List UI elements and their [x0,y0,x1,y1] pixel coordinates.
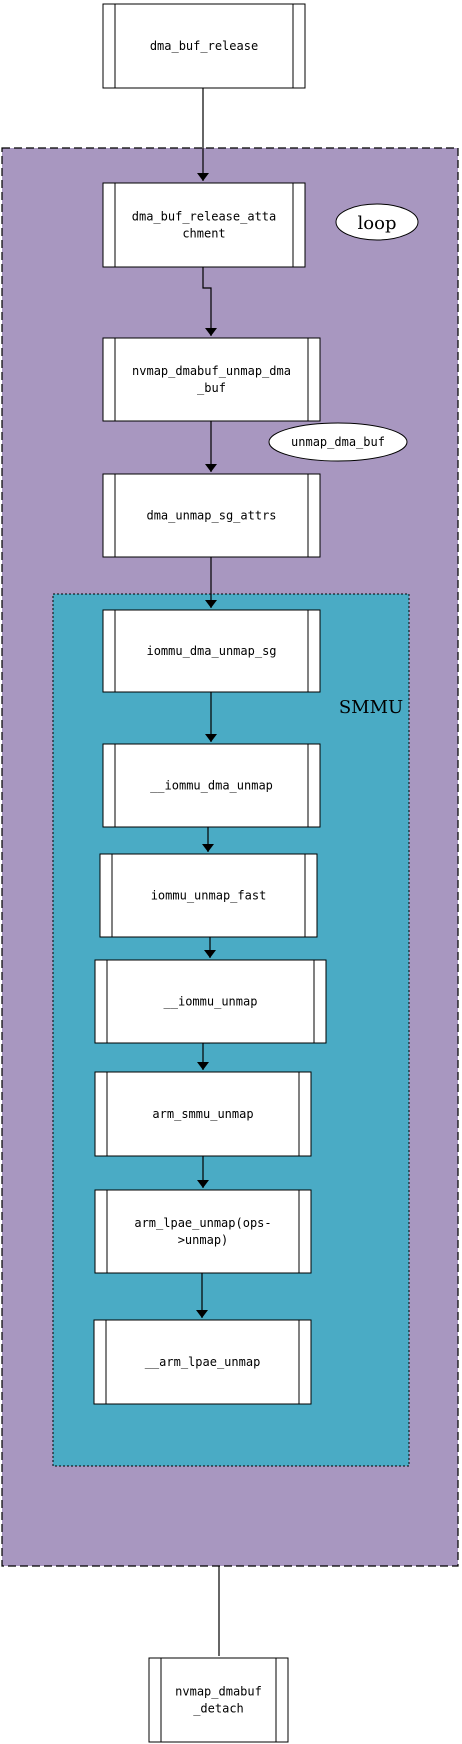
process-box-frame [94,1189,312,1274]
process-box-label: dma_buf_release [150,39,258,53]
process-box-label: dma_unmap_sg_attrs [146,509,276,523]
process-box-dma-unmap-sg-attrs: dma_unmap_sg_attrs [102,473,321,558]
process-box-arm-smmu-unmap: arm_smmu_unmap [94,1071,312,1157]
process-box-label: nvmap_dmabuf_unmap_dma [132,364,291,378]
process-box-label: >unmap) [178,1233,229,1247]
smmu-group-label: SMMU [339,697,403,718]
process-box-iommu-unmap-fast: iommu_unmap_fast [99,853,318,938]
process-box-label: __iommu_unmap [164,995,258,1009]
unmap-dma-buf-label-ellipse [268,422,408,462]
process-box-iommu-dma-unmap: __iommu_dma_unmap [102,743,321,828]
process-box-arm-lpae-unmap-internal: __arm_lpae_unmap [93,1319,312,1405]
unmap-dma-buf-label: unmap_dma_buf [291,435,385,449]
process-box-label: __iommu_dma_unmap [150,779,273,793]
process-box-dma-buf-release: dma_buf_release [102,3,306,89]
process-box-nvmap-dmabuf-unmap-dma-buf: nvmap_dmabuf_unmap_dma _buf [102,337,321,422]
process-box-label: nvmap_dmabuf [175,1685,262,1699]
process-box-frame [102,609,321,693]
loop-label: loop [358,213,397,234]
process-box-frame [99,853,318,938]
process-box-iommu-dma-unmap-sg: iommu_dma_unmap_sg [102,609,321,693]
process-box-arm-lpae-unmap: arm_lpae_unmap(ops- >unmap) [94,1189,312,1274]
process-box-frame [94,959,327,1044]
process-box-frame [94,1071,312,1157]
process-box-label: _buf [197,381,226,395]
process-box-label: iommu_unmap_fast [151,889,267,903]
edge-attachment-to-nvmap-unmap [202,267,217,336]
process-box-frame [102,3,306,89]
process-box-frame [93,1319,312,1405]
process-box-iommu-unmap: __iommu_unmap [94,959,327,1044]
process-box-label: iommu_dma_unmap_sg [146,644,276,658]
edges [196,88,220,1656]
process-box-label: _detach [193,1702,244,1716]
process-box-frame [102,473,321,558]
process-box-label: __arm_lpae_unmap [145,1355,261,1369]
process-nodes: dma_buf_release dma_buf_release_attachmen… [93,3,327,1743]
process-box-label: arm_lpae_unmap(ops- [134,1216,271,1230]
process-box-label: arm_smmu_unmap [152,1107,253,1121]
process-box-frame [102,182,306,268]
process-box-label: dma_buf_release_atta [132,210,277,224]
loop-label-ellipse [335,203,419,241]
process-box-frame [102,337,321,422]
process-box-frame [102,743,321,828]
process-box-nvmap-dmabuf-detach: nvmap_dmabuf _detach [148,1657,289,1743]
process-box-label: chment [182,227,225,241]
process-box-frame [148,1657,289,1743]
